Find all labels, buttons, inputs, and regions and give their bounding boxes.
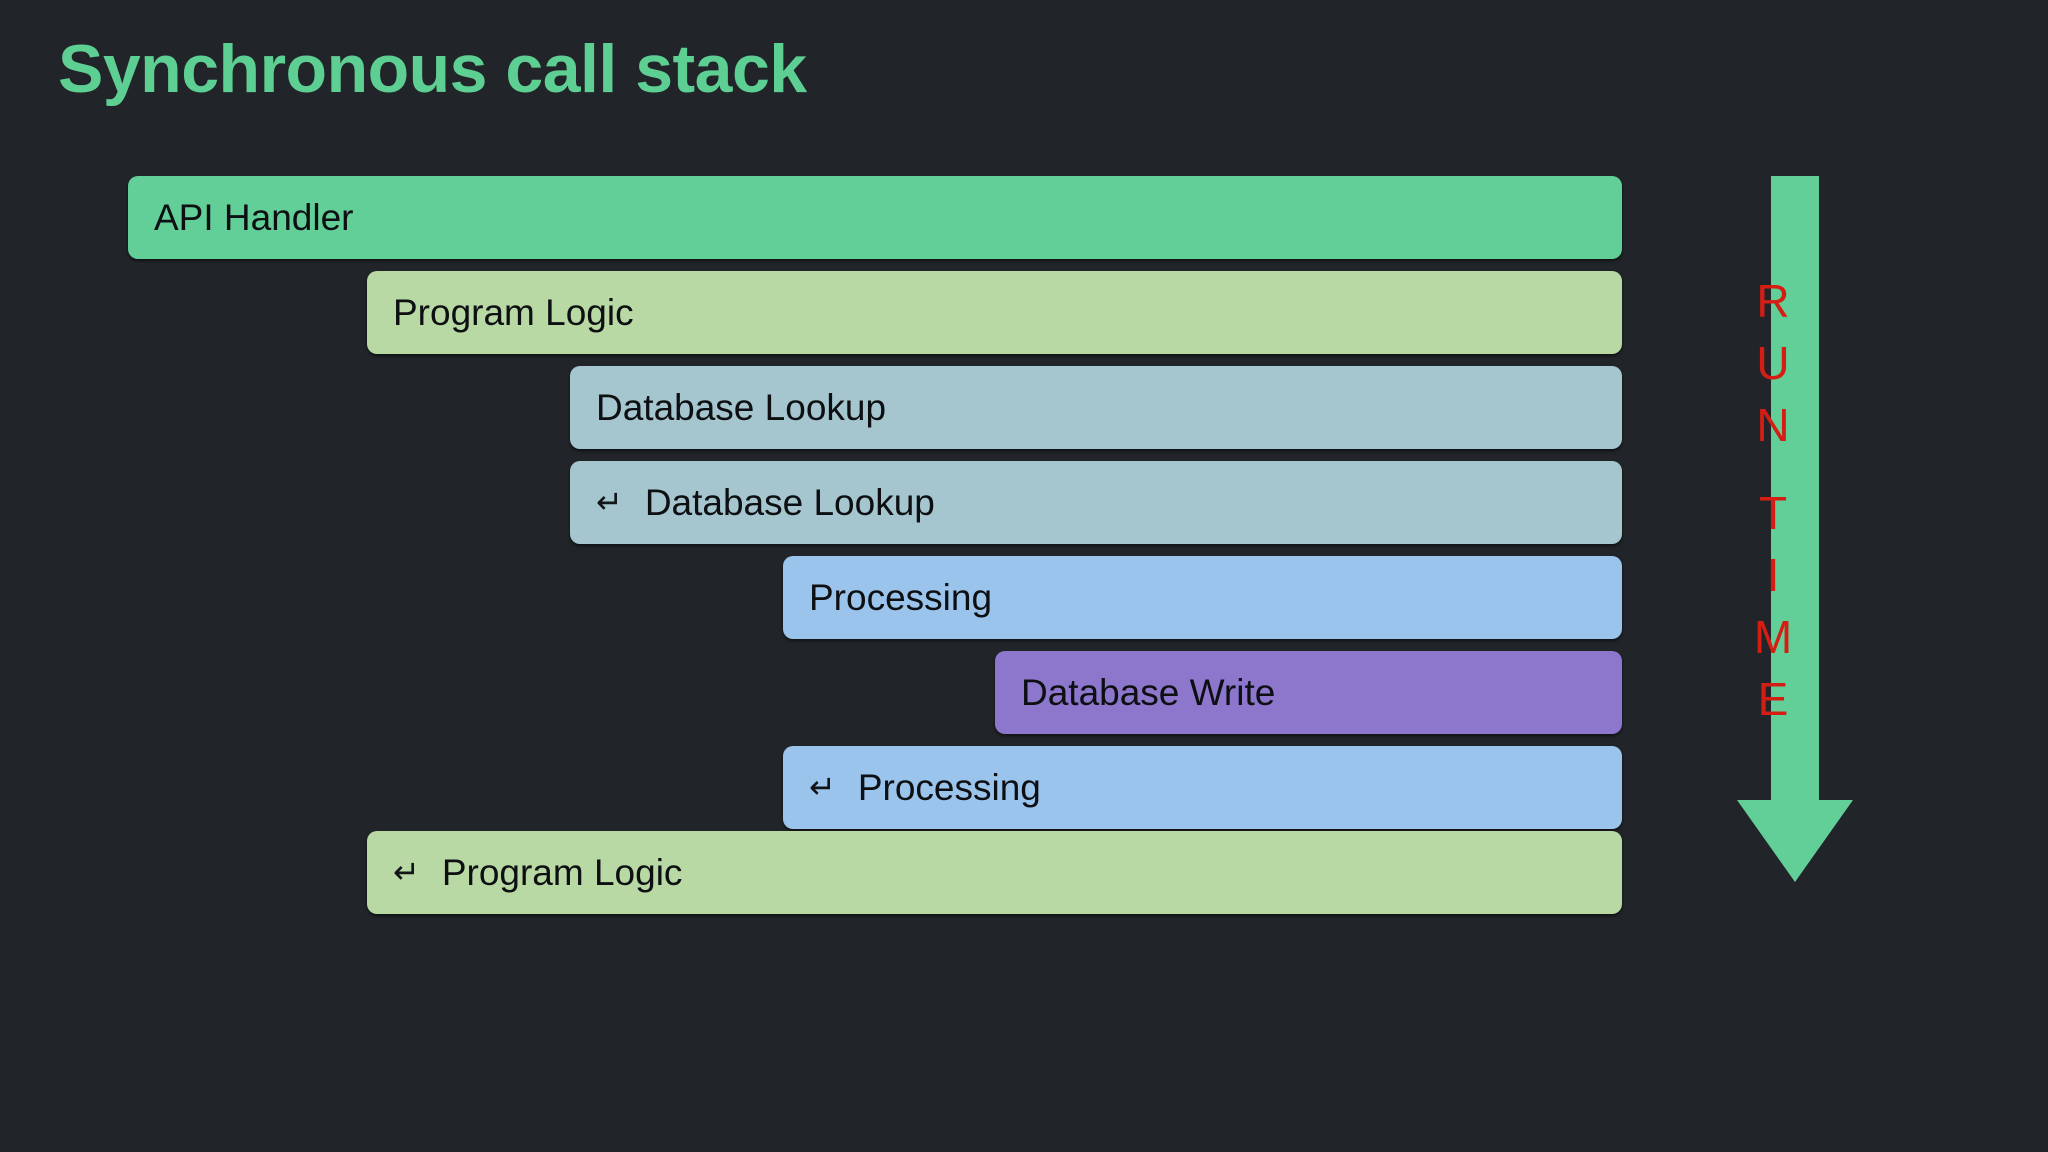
- stack-frame-content: Database Write: [995, 674, 1275, 711]
- stack-frame: ↵ Program Logic: [367, 831, 1622, 914]
- stack-frame: Database Write: [995, 651, 1622, 734]
- stack-frame: Database Lookup: [570, 366, 1622, 449]
- stack-frame-content: Processing: [783, 579, 992, 616]
- stack-frame-label: Database Lookup: [644, 482, 935, 523]
- stack-frame-content: ↵ Program Logic: [367, 854, 682, 891]
- stack-frame-label: Database Lookup: [596, 387, 887, 428]
- runtime-arrow: [1735, 170, 1875, 910]
- stack-frame: API Handler: [128, 176, 1622, 259]
- page-title: Synchronous call stack: [58, 31, 807, 107]
- stack-frame: Program Logic: [367, 271, 1622, 354]
- return-arrow-icon: ↵: [596, 482, 623, 521]
- arrow-shape: [1737, 176, 1853, 882]
- stack-frame-label: Processing: [809, 577, 993, 618]
- stack-frame: ↵ Database Lookup: [570, 461, 1622, 544]
- stack-frame-content: Database Lookup: [570, 389, 886, 426]
- stack-frame-label: Program Logic: [441, 852, 683, 893]
- stack-frame-label: Processing: [857, 767, 1041, 808]
- stack-frame: ↵ Processing: [783, 746, 1622, 829]
- stack-frame-content: API Handler: [128, 199, 354, 236]
- stack-frame-content: ↵ Processing: [783, 769, 1041, 806]
- stack-frame-label: API Handler: [154, 197, 354, 238]
- stack-frame-content: ↵ Database Lookup: [570, 484, 935, 521]
- return-arrow-icon: ↵: [393, 852, 420, 891]
- stack-frame: Processing: [783, 556, 1622, 639]
- stack-frame-content: Program Logic: [367, 294, 634, 331]
- stack-frame-label: Program Logic: [393, 292, 634, 333]
- return-arrow-icon: ↵: [809, 767, 836, 806]
- stack-frame-label: Database Write: [1021, 672, 1276, 713]
